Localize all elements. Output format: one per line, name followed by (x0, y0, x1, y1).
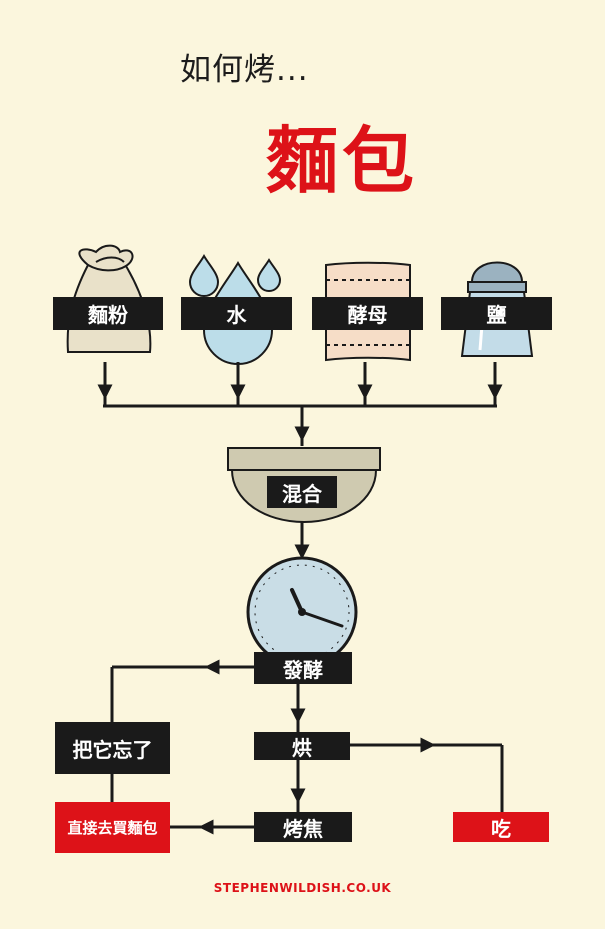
label-salt: 鹽 (441, 297, 552, 330)
process-connectors (110, 659, 504, 835)
label-yeast: 酵母 (312, 297, 423, 330)
label-forget: 把它忘了 (55, 722, 170, 774)
clock-icon (246, 556, 358, 668)
label-water: 水 (181, 297, 292, 330)
label-flour: 麵粉 (53, 297, 163, 330)
label-mix: 混合 (267, 476, 337, 508)
subtitle: 如何烤... (180, 52, 309, 88)
footer-credit: STEPHENWILDISH.CO.UK (213, 881, 392, 895)
label-rise: 發酵 (254, 652, 352, 684)
label-burn: 烤焦 (254, 812, 352, 842)
label-eat: 吃 (453, 812, 549, 842)
label-buy-bread: 直接去買麵包 (55, 802, 170, 853)
label-bake: 烘 (254, 732, 350, 760)
page-title: 麵包 (266, 119, 419, 203)
ingredient-connectors (97, 362, 503, 446)
